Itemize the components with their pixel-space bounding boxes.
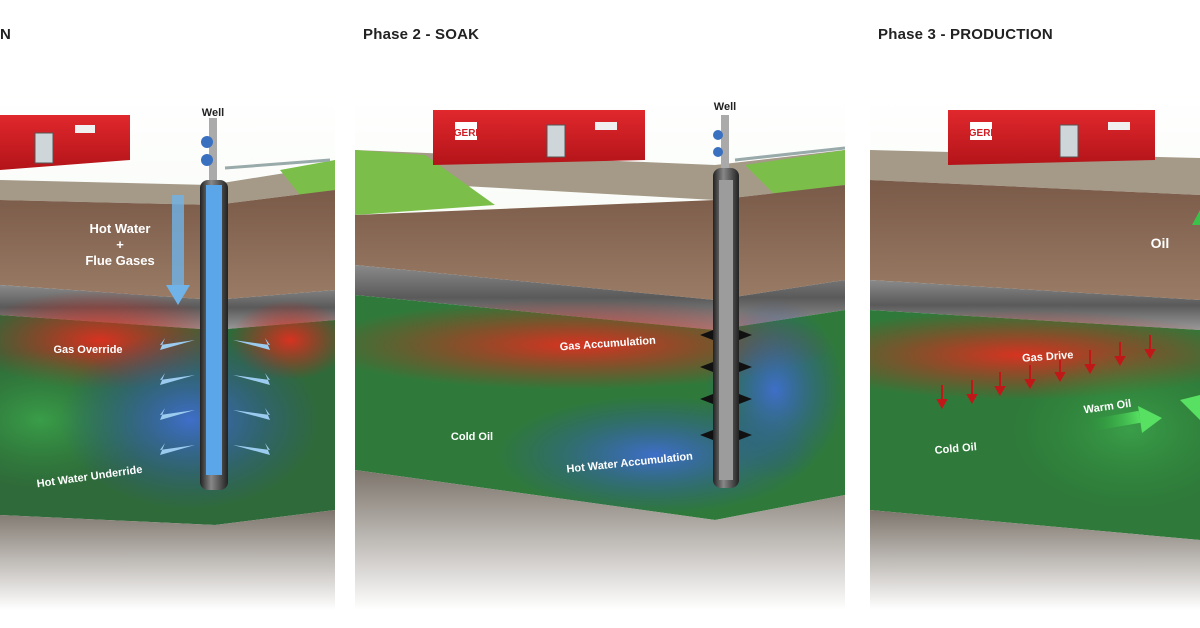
well-label: Well [202, 107, 224, 119]
valve-icon [713, 147, 723, 157]
gas-drive-arrows [936, 335, 1156, 410]
bedrock [355, 470, 845, 610]
down-arrow-icon [166, 285, 190, 305]
well-bore [719, 180, 733, 480]
building [0, 115, 130, 170]
bedrock [870, 510, 1200, 610]
building-logo: GERI [969, 128, 994, 139]
building-window [75, 125, 95, 133]
bedrock [0, 510, 335, 610]
valve-icon [713, 130, 723, 140]
valve-icon [201, 154, 213, 166]
cold-oil-label: Cold Oil [451, 431, 493, 443]
perforation-marks [700, 330, 752, 440]
phase-2-diagram: GERI Well Gas Accumulation Cold Oil Hot … [355, 90, 845, 610]
phase-3-title: Phase 3 - PRODUCTION [878, 26, 1053, 43]
grass-patch-left [355, 150, 495, 215]
soil-layer [870, 180, 1200, 300]
wellhead [721, 115, 729, 170]
phase-1-diagram: Well Hot Water + Flue Gases Gas Override… [0, 90, 335, 610]
grass-patch-right [745, 150, 845, 195]
building-window [1108, 122, 1130, 130]
cold-oil-label: Cold Oil [934, 441, 977, 457]
valve-icon [201, 136, 213, 148]
building-window [595, 122, 617, 130]
building-logo: GERI [454, 128, 479, 139]
well-bore-water [206, 185, 222, 475]
injection-arrows [160, 338, 270, 455]
hot-water-label: Hot Water [90, 221, 151, 236]
oil-label: Oil [1151, 235, 1170, 251]
wellhead [209, 118, 217, 183]
hot-water-underride-zone [60, 330, 320, 510]
building-logo-plate [455, 122, 477, 140]
warm-oil-arrows [1084, 395, 1200, 433]
building-door [1059, 124, 1079, 158]
well-label: Well [714, 101, 736, 113]
warm-oil-zone [1010, 350, 1200, 510]
flue-gases-label: Flue Gases [85, 253, 154, 268]
building [948, 110, 1155, 165]
soil-layer [0, 190, 335, 300]
phase-1-title: N [0, 26, 12, 43]
injection-flow [172, 195, 184, 285]
ground-surface [0, 165, 335, 205]
building-logo-plate [970, 122, 992, 140]
gas-override-label: Gas Override [53, 344, 122, 356]
gas-drive-label: Gas Drive [1022, 349, 1074, 365]
building-door [546, 124, 566, 158]
grass-patch [280, 160, 335, 195]
up-arrow-icon [1192, 210, 1200, 225]
building [433, 110, 645, 165]
phase-3-diagram: GERI Oil Gas Drive Warm Oil Cold Oil [870, 90, 1200, 610]
building-door [34, 132, 54, 164]
surface-pipe [224, 158, 331, 170]
plus-label: + [116, 237, 124, 252]
surface-pipe [734, 146, 845, 162]
phase-2-title: Phase 2 - SOAK [363, 26, 480, 43]
